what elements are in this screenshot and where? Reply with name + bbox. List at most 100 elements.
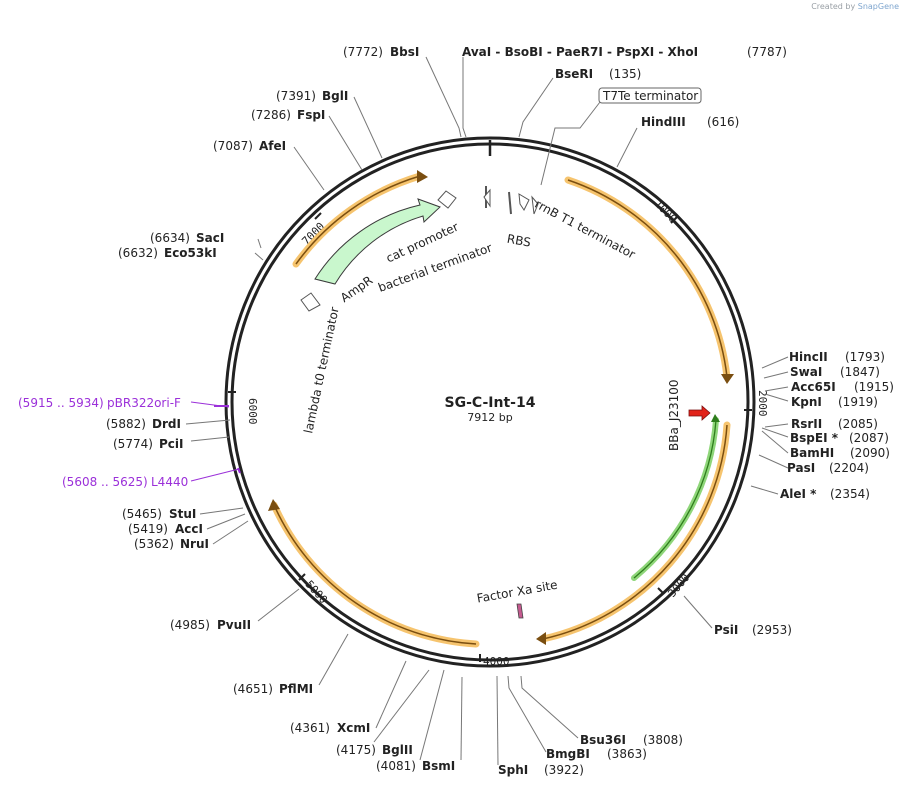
orange-features bbox=[268, 170, 734, 648]
site-drdi-name: DrdI bbox=[152, 417, 181, 431]
plasmid-size: 7912 bp bbox=[467, 411, 512, 424]
arrowhead-bottom-left bbox=[268, 499, 280, 511]
green-arrowhead bbox=[711, 414, 720, 422]
tick-3000 bbox=[657, 587, 665, 595]
rrnb-glyph-a bbox=[508, 191, 512, 215]
site-drdi-pos: (5882) bbox=[106, 417, 146, 431]
primer-leader-l4440 bbox=[190, 468, 240, 482]
site-bmgbi-pos: (3863) bbox=[607, 747, 647, 761]
tick-label-2000: 2000 bbox=[756, 390, 769, 417]
label-rbs: RBS bbox=[506, 232, 532, 250]
site-bsu36i-name: Bsu36I bbox=[580, 733, 626, 747]
backbone-outer bbox=[224, 136, 756, 668]
rrnb-glyph-b bbox=[518, 193, 530, 211]
label-factor-xa: Factor Xa site bbox=[476, 578, 559, 606]
credit-brand: SnapGene bbox=[857, 2, 899, 11]
site-leaders bbox=[185, 56, 789, 766]
tick-1000 bbox=[670, 216, 678, 224]
site-acc65i-name: Acc65I bbox=[791, 380, 836, 394]
primer-l4440-name: L4440 bbox=[151, 475, 188, 489]
site-pflmi-pos: (4651) bbox=[233, 682, 273, 696]
site-hincii-pos: (1793) bbox=[845, 350, 885, 364]
tick-label-4000: 4000 bbox=[483, 655, 510, 668]
site-swai-pos: (1847) bbox=[840, 365, 880, 379]
site-acci-name: AccI bbox=[175, 522, 203, 536]
factor-xa-glyph bbox=[516, 603, 524, 619]
site-bseri-pos: (135) bbox=[609, 67, 641, 81]
site-hincii-name: HincII bbox=[789, 350, 828, 364]
site-sphi-name: SphI bbox=[498, 763, 528, 777]
label-lambda-t0: lambda t0 terminator bbox=[301, 306, 341, 435]
site-eco53ki-pos: (6632) bbox=[118, 246, 158, 260]
site-bbsi-name: BbsI bbox=[390, 45, 419, 59]
site-fspi-pos: (7286) bbox=[251, 108, 291, 122]
label-ampr: AmpR bbox=[338, 273, 375, 305]
site-saci-name: SacI bbox=[196, 231, 224, 245]
site-xhoi-group-name: AvaI - BsoBI - PaeR7I - PspXI - XhoI bbox=[462, 45, 698, 59]
site-rsrii-pos: (2085) bbox=[838, 417, 878, 431]
site-bgli-pos: (7391) bbox=[276, 89, 316, 103]
site-afei-name: AfeI bbox=[259, 139, 286, 153]
rbs-glyph bbox=[483, 188, 491, 208]
site-bbsi-pos: (7772) bbox=[343, 45, 383, 59]
site-hindiii-name: HindIII bbox=[641, 115, 686, 129]
site-xcmi-name: XcmI bbox=[337, 721, 370, 735]
site-bspei-name: BspEI * bbox=[790, 431, 839, 445]
site-xhoi-group-pos: (7787) bbox=[747, 45, 787, 59]
tick-marks: 1000 2000 3000 4000 5000 6000 7000 bbox=[228, 197, 769, 668]
primer-pbr322-pos: (5915 .. 5934) bbox=[18, 396, 104, 410]
label-bba: BBa_J23100 bbox=[667, 379, 681, 451]
tick-7000 bbox=[314, 212, 322, 220]
bba-promoter-marker bbox=[688, 405, 711, 421]
arrowhead-top-right bbox=[721, 374, 734, 384]
site-stui-name: StuI bbox=[169, 507, 196, 521]
site-swai-name: SwaI bbox=[790, 365, 822, 379]
site-pcii-name: PciI bbox=[159, 437, 184, 451]
primer-pbr322-name: pBR322ori-F bbox=[107, 396, 181, 410]
site-pasi-pos: (2204) bbox=[829, 461, 869, 475]
site-pasi-name: PasI bbox=[787, 461, 815, 475]
primer-l4440-pos: (5608 .. 5625) bbox=[62, 475, 148, 489]
site-afei-pos: (7087) bbox=[213, 139, 253, 153]
feature-arc-top-right bbox=[564, 176, 731, 381]
arrowhead-top-left bbox=[417, 170, 428, 183]
lambda-t0-glyph bbox=[300, 292, 321, 312]
site-bglii-name: BglII bbox=[382, 743, 413, 757]
tick-label-6000: 6000 bbox=[246, 398, 259, 425]
site-bglii-pos: (4175) bbox=[336, 743, 376, 757]
site-saci-pos: (6634) bbox=[150, 231, 190, 245]
site-bseri-name: BseRI bbox=[555, 67, 593, 81]
site-sphi-pos: (3922) bbox=[544, 763, 584, 777]
t7te-leader bbox=[540, 101, 601, 186]
site-pflmi-name: PflMI bbox=[279, 682, 313, 696]
site-pvuii-name: PvuII bbox=[217, 618, 251, 632]
site-eco53ki-name: Eco53kI bbox=[164, 246, 217, 260]
site-pcii-pos: (5774) bbox=[113, 437, 153, 451]
site-nrui-pos: (5362) bbox=[134, 537, 174, 551]
site-acci-pos: (5419) bbox=[128, 522, 168, 536]
ampr-feature bbox=[314, 198, 441, 285]
tick-5000 bbox=[298, 573, 306, 581]
site-bsu36i-pos: (3808) bbox=[643, 733, 683, 747]
site-bsmi-pos: (4081) bbox=[376, 759, 416, 773]
site-stui-pos: (5465) bbox=[122, 507, 162, 521]
label-t7te: T7Te terminator bbox=[602, 89, 698, 103]
plasmid-name: SG-C-Int-14 bbox=[445, 395, 536, 411]
site-pvuii-pos: (4985) bbox=[170, 618, 210, 632]
site-labels: (7772) BbsI AvaI - BsoBI - PaeR7I - PspX… bbox=[106, 45, 894, 777]
site-fspi-name: FspI bbox=[297, 108, 325, 122]
site-rsrii-name: RsrII bbox=[791, 417, 822, 431]
site-bgli-name: BglI bbox=[322, 89, 348, 103]
snapgene-credit: Created by SnapGene bbox=[811, 2, 899, 11]
site-bspei-pos: (2087) bbox=[849, 431, 889, 445]
site-acc65i-pos: (1915) bbox=[854, 380, 894, 394]
site-psii-pos: (2953) bbox=[752, 623, 792, 637]
site-bmgbi-name: BmgBI bbox=[546, 747, 590, 761]
cat-promoter-glyph bbox=[437, 190, 457, 209]
site-hindiii-pos: (616) bbox=[707, 115, 739, 129]
site-kpni-name: KpnI bbox=[791, 395, 822, 409]
t7te-box bbox=[598, 87, 702, 104]
site-kpni-pos: (1919) bbox=[838, 395, 878, 409]
site-bamhi-pos: (2090) bbox=[850, 446, 890, 460]
